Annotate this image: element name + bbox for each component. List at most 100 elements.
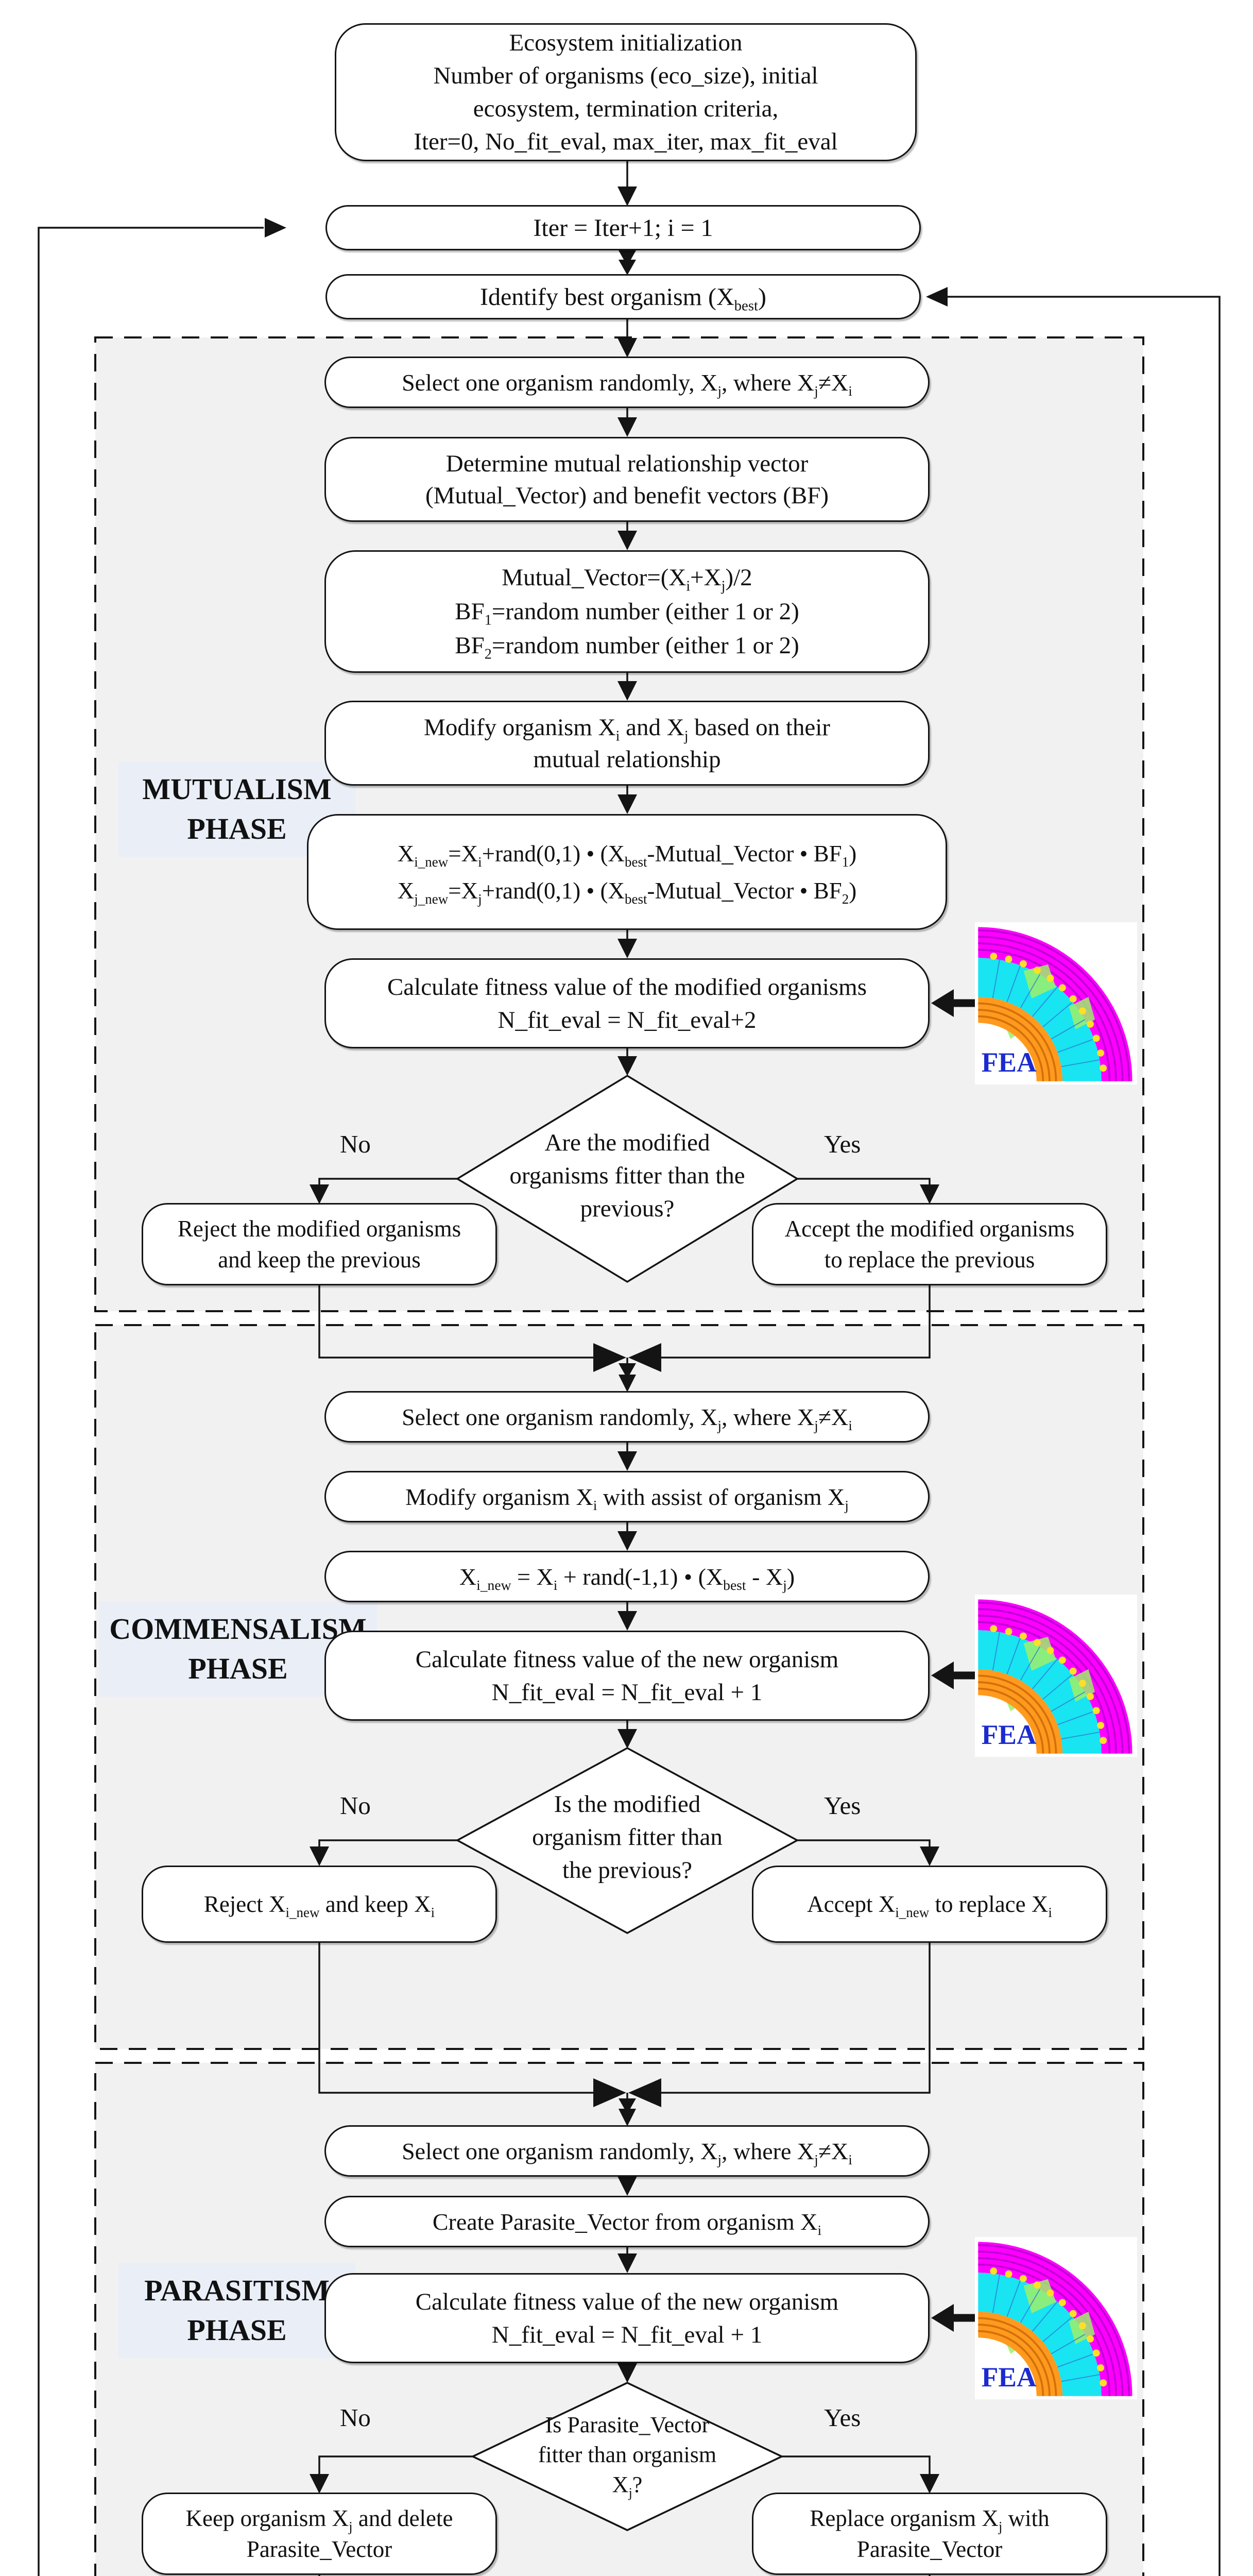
flow-connector-merge [639,1285,931,1359]
box-text-line: Determine mutual relationship vector [445,450,809,477]
arrowhead [310,1184,329,1204]
fea-orange-contours [978,1674,1057,1754]
fea-orange-band [978,1669,1063,1754]
flow-connector-no-branch [318,2455,473,2474]
arrowhead [617,338,637,358]
mutualism-accept-box: Accept the modified organisms to replace… [752,1203,1107,1285]
fea-image-mutualism: FEA [975,922,1137,1087]
flow-connector-no-branch [318,1839,457,1846]
yes-label: Yes [824,2403,861,2432]
box-text-line: to replace the previous [824,1247,1035,1273]
flow-connector-merge [318,1285,616,1359]
merge-junction-icon [593,1343,626,1372]
arrowhead [265,218,286,238]
phase-label-line: PHASE [187,2313,287,2347]
box-text-line: Mutual_Vector=(Xi+Xj)/2 [502,564,752,595]
arrowhead [920,1846,939,1866]
mutualism-modify-organisms-box: Modify organism Xi and Xj based on their… [324,701,930,786]
fea-mesh-lines [992,2274,1100,2382]
fea-contour-plot: FEA [975,1595,1137,1757]
fea-contour-plot: FEA [975,2237,1137,2399]
arrowhead [617,531,637,550]
decision-text-line: Are the modified [544,1129,710,1156]
arrowhead [619,2109,636,2126]
box-text-line: BF1=random number (either 1 or 2) [455,598,799,629]
mutualism-decision-diamond [455,1074,799,1283]
flow-connector-yes-branch [782,2455,931,2474]
fea-yellow-dots [990,2267,1107,2387]
arrowhead [619,1375,636,1392]
parasitism-decision-text: Is Parasite_Vector fitter than organism … [488,2410,766,2500]
mutualism-vector-formulas-box: Mutual_Vector=(Xi+Xj)/2 BF1=random numbe… [324,550,930,673]
box-text-line: Identify best organism (Xbest) [479,283,767,314]
arrowhead [617,794,637,814]
arrowhead [617,681,637,701]
arrowhead [617,187,637,206]
phase-label-line: PARASITISM [144,2274,330,2307]
identify-best-organism-box: Identify best organism (Xbest) [325,274,921,319]
box-text-line: BF2=random number (either 1 or 2) [455,632,799,663]
box-text-line: ecosystem, termination criteria, [473,95,779,122]
mutualism-reject-box: Reject the modified organisms and keep t… [142,1203,497,1285]
arrowhead [617,2253,637,2273]
mutualism-select-organism-box: Select one organism randomly, Xj, where … [324,357,930,408]
box-text-line: Select one organism randomly, Xj, where … [402,369,852,399]
start-box: Ecosystem initialization Number of organ… [335,23,917,161]
fea-orange-band [978,2311,1063,2396]
fea-image-parasitism: FEA [975,2237,1137,2402]
arrowhead [920,1184,939,1204]
commensalism-select-organism-box: Select one organism randomly, Xj, where … [324,1391,930,1443]
flow-connector-no-branch [318,1178,457,1184]
decision-text-line: Is Parasite_Vector [545,2412,710,2437]
parasitism-select-organism-box: Select one organism randomly, Xj, where … [324,2125,930,2177]
box-text-line: Select one organism randomly, Xj, where … [402,1403,852,1433]
fea-mesh-lines [992,1632,1100,1740]
decision-text-line: organisms fitter than the [509,1162,745,1189]
arrowhead [310,2474,329,2494]
fea-cyan-band [978,958,1102,1081]
arrowhead [619,250,636,266]
arrowhead [619,1363,636,1379]
commensalism-accept-box: Accept Xi_new to replace Xi [752,1866,1107,1943]
arrowhead [617,1611,637,1631]
box-text-line: Parasite_Vector [246,2536,392,2562]
fea-mesh-lines [992,959,1100,1067]
flow-connector-yes-branch [797,1839,931,1846]
box-text-line: Calculate fitness value of the new organ… [415,2288,839,2315]
fea-magenta-band [978,1599,1132,1754]
fea-magenta-band [978,2242,1132,2396]
commensalism-reject-box: Reject Xi_new and keep Xi [142,1866,497,1943]
decision-text-line: previous? [580,1195,675,1222]
arrowheads [265,187,948,2494]
phase-label-line: PHASE [188,1651,288,1685]
fea-orange-band [978,996,1063,1081]
phase-label-line: COMMENSALISM [109,1612,367,1646]
commensalism-decision-diamond [455,1747,799,1934]
box-text-line: Reject the modified organisms [177,1216,461,1242]
box-text-line: Create Parasite_Vector from organism Xi [432,2208,822,2238]
box-text-line: Reject Xi_new and keep Xi [203,1891,435,1920]
fea-orange-contours [978,2317,1057,2396]
flow-lines [38,161,1221,2576]
no-label: No [340,1130,371,1158]
merge-junction-icon [628,2078,661,2107]
box-text-line: mutual relationship [533,745,721,773]
iter-counter-box: Iter = Iter+1; i = 1 [325,205,921,250]
box-text-line: Modify organism Xi with assist of organi… [405,1483,849,1513]
fea-cyan-band [978,2273,1102,2396]
arrowhead [617,417,637,437]
decision-text-line: organism fitter than [532,1824,723,1851]
decision-text-line: the previous? [562,1857,692,1884]
box-text-line: Accept the modified organisms [784,1216,1075,1242]
flow-connector-merge [639,1943,931,2094]
arrowhead [617,2363,637,2383]
arrowhead [617,1056,637,1076]
parasitism-keep-box: Keep organism Xj and delete Parasite_Vec… [142,2493,497,2575]
merge-junction-icon [593,2078,626,2107]
mutualism-calc-fitness-box: Calculate fitness value of the modified … [324,958,930,1048]
parasitism-replace-box: Replace organism Xj with Parasite_Vector [752,2493,1107,2575]
arrowhead [619,260,636,275]
arrowhead [617,1451,637,1471]
arrowhead [617,1729,637,1749]
